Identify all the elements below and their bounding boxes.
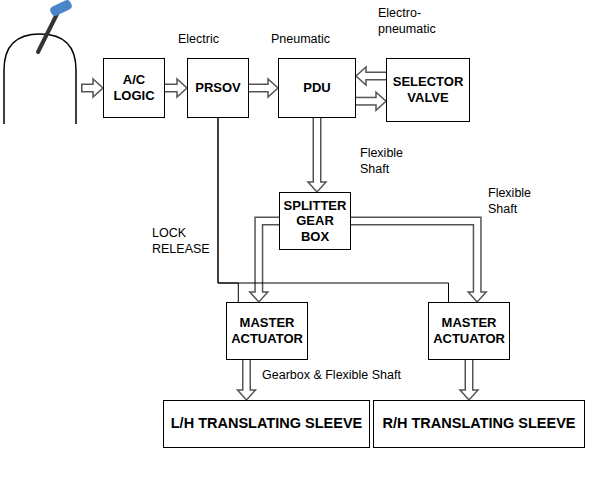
flow-arrow xyxy=(249,79,278,97)
valve-box: PRSOV xyxy=(187,58,249,118)
flow-arrow xyxy=(165,79,187,97)
line-label: LOCK RELEASE xyxy=(152,226,212,257)
flow-arrow xyxy=(460,360,478,400)
lock-release-line xyxy=(218,118,449,302)
box-text: SELECTOR VALVE xyxy=(392,74,464,105)
shaft-label: Flexible Shaft xyxy=(488,186,543,217)
signal-label: Electro- pneumatic xyxy=(378,6,448,37)
input-arrow xyxy=(81,79,103,97)
signal-label: Pneumatic xyxy=(271,32,330,48)
flow-arrow xyxy=(238,360,256,400)
box-text: A/C LOGIC xyxy=(109,72,159,103)
lever-knob xyxy=(49,0,73,17)
gearbox-box: SPLITTER GEAR BOX xyxy=(279,192,351,250)
flow-arrow xyxy=(356,92,386,110)
flow-arrow xyxy=(308,118,326,192)
box-text: SPLITTER GEAR BOX xyxy=(284,198,347,245)
box-text: MASTER ACTUATOR xyxy=(231,315,303,346)
flow-arrow xyxy=(351,221,486,302)
lock-release-line xyxy=(218,118,238,302)
shaft-label: Gearbox & Flexible Shaft xyxy=(262,368,401,384)
throttle-lever xyxy=(38,14,57,52)
box-text: MASTER ACTUATOR xyxy=(433,315,505,346)
actuator-box: MASTER ACTUATOR xyxy=(226,302,308,360)
box-text: R/H TRANSLATING SLEEVE xyxy=(382,415,575,432)
process-box: A/C LOGIC xyxy=(103,58,165,118)
sleeve-box: R/H TRANSLATING SLEEVE xyxy=(373,400,585,448)
valve-box: SELECTOR VALVE xyxy=(386,58,470,122)
actuator-box: MASTER ACTUATOR xyxy=(428,302,510,360)
flow-arrow xyxy=(250,221,279,302)
box-text: PRSOV xyxy=(195,80,241,96)
drive-unit-box: PDU xyxy=(278,58,356,118)
sleeve-box: L/H TRANSLATING SLEEVE xyxy=(163,400,370,448)
flow-arrow xyxy=(356,67,386,85)
signal-label: Electric xyxy=(178,32,219,48)
box-text: PDU xyxy=(303,80,330,96)
shaft-label: Flexible Shaft xyxy=(360,146,415,177)
box-text: L/H TRANSLATING SLEEVE xyxy=(171,415,362,432)
